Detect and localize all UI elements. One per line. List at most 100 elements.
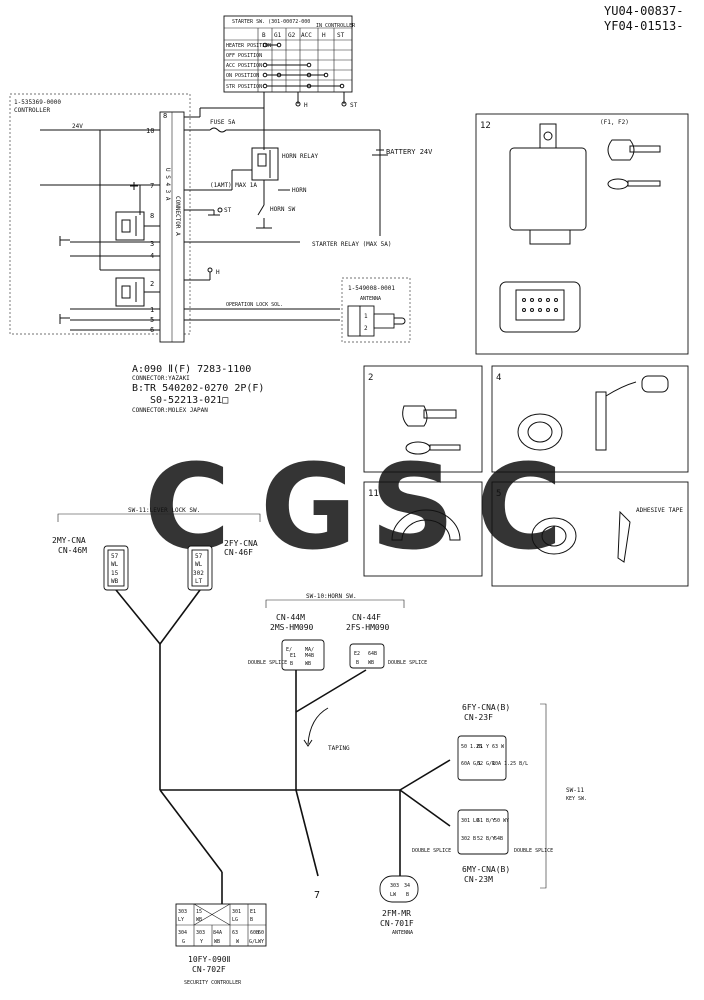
- key-top-code: CN-23F: [464, 713, 493, 722]
- horn-left-pin-5: B: [290, 661, 293, 667]
- sec-pin-3: 301: [232, 909, 241, 915]
- lever-lock-right-code: CN-46F: [224, 548, 253, 557]
- lever-left-pin-2: WL: [111, 561, 119, 568]
- antenna-name: ANTENNA: [360, 296, 381, 302]
- lever-right-pin-4: LT: [195, 578, 203, 585]
- horn-relay-label: HORN RELAY: [282, 153, 319, 160]
- lever-lock-left-code: CN-46M: [58, 546, 87, 555]
- panel-12-number: 12: [480, 121, 491, 131]
- key-double-splice-left: DOUBLE SPLICE: [412, 848, 451, 854]
- taping-label: TAPING: [328, 745, 350, 752]
- col-b: B: [262, 32, 266, 39]
- sec-pin-1: 303: [178, 909, 187, 915]
- sec-pin-17: WB: [214, 939, 220, 945]
- adhesive-tape-label: ADHESIVE TAPE: [636, 507, 683, 514]
- horn-double-splice-right: DOUBLE SPLICE: [388, 660, 427, 666]
- starter-switch-title: STARTER SW. (301-00072-000: [232, 19, 310, 25]
- controller-24v: 24V: [72, 123, 83, 130]
- row-heater: HEATER POSITION: [226, 43, 271, 49]
- ant-pin-4: B: [406, 892, 409, 898]
- row-acc: ACC POSITION: [226, 63, 262, 69]
- horn-double-splice-left: DOUBLE SPLICE: [248, 660, 287, 666]
- horn-left-pin-6: WB: [305, 661, 311, 667]
- col-g1: G1: [274, 32, 282, 39]
- watermark-g: G: [260, 438, 357, 576]
- op-lock-label: OPERATION LOCK SOL.: [226, 302, 283, 308]
- key-top-pin-5: 52 G/R: [477, 761, 496, 767]
- horn-right-pin-3: B: [356, 660, 359, 666]
- connector-letters: U S 4 3 A: [164, 168, 171, 201]
- note-b2: S0-52213-021□: [150, 395, 228, 406]
- controller-section: 1-535369-0000 CONTROLLER 24V U S 4 3 A C…: [9, 92, 433, 343]
- key-bot-pin-6: 64B: [494, 836, 503, 842]
- key-top-pin-1: 50 1.25: [461, 744, 482, 750]
- lever-left-pin-3: 15: [111, 570, 119, 577]
- antenna-connector: 303 34 LW B 2FM-MR CN-701F ANTENNA: [379, 875, 419, 936]
- key-sw-label: SW-11: [566, 787, 584, 794]
- col-st: ST: [337, 32, 345, 39]
- key-top-pin-4: 60A G/L: [461, 761, 482, 767]
- horn-right-code: CN-44F: [352, 613, 381, 622]
- antenna-pin-1: 1: [364, 313, 368, 320]
- ant-label: ANTENNA: [392, 930, 413, 936]
- sec-pin-6: WB: [196, 917, 202, 923]
- ant-pin-1: 303: [390, 883, 399, 889]
- pin-7: 7: [150, 182, 154, 190]
- sec-pin-11: 84A: [213, 930, 222, 936]
- key-top-pin-6: 10A 1.25 B/L: [492, 761, 528, 767]
- panel-2: 2: [363, 365, 483, 473]
- horn-left-pin-1: E/: [286, 647, 292, 653]
- horn-switch: SW-10:HORN SW. CN-44M 2MS-HM090 CN-44F 2…: [248, 593, 427, 671]
- panel-11-number: 11: [368, 489, 379, 499]
- panel-12: 12 (F1, F2): [475, 113, 689, 355]
- panel-12-note: (F1, F2): [600, 119, 629, 126]
- one-amp-label: (1AMT) MAX 1A: [210, 182, 257, 189]
- horn-sw-section-label: SW-10:HORN SW.: [306, 593, 357, 600]
- key-double-splice-right: DOUBLE SPLICE: [514, 848, 553, 854]
- h-terminal: H: [304, 102, 308, 109]
- antenna-pin-2: 2: [364, 325, 368, 332]
- horn-right-pin-1: E2: [354, 651, 360, 657]
- lever-right-pin-3: 302: [193, 570, 204, 577]
- key-bot-code: CN-23M: [464, 875, 493, 884]
- pin-10: 10: [146, 127, 154, 135]
- sec-label: SECURITY CONTROLLER: [184, 980, 242, 986]
- panel-2-number: 2: [368, 373, 373, 383]
- ant-pin-2: 34: [404, 883, 410, 889]
- cgsc-watermark: C G S C: [144, 438, 563, 576]
- sec-pin-5: LY: [178, 917, 184, 923]
- controller-part: 1-535369-0000: [14, 99, 61, 106]
- pin-b-label: 8: [163, 112, 167, 120]
- sec-pin-10: 303: [196, 930, 205, 936]
- watermark-s: S: [370, 438, 455, 576]
- horn-left-code: CN-44M: [276, 613, 305, 622]
- lever-right-pin-1: 57: [195, 553, 203, 560]
- sec-pin-8: B: [250, 917, 253, 923]
- taping-arrow: [307, 707, 329, 745]
- pin-2: 2: [150, 280, 154, 288]
- battery-label: BATTERY 24V: [386, 148, 433, 156]
- lever-left-pin-1: 57: [111, 553, 119, 560]
- pin-8: 8: [150, 212, 154, 220]
- horn-right-name: 2FS-HM090: [346, 623, 390, 632]
- starter-switch-subtitle: IN CONTROLLER: [316, 23, 356, 29]
- horn-left-pin-4: M4B: [305, 653, 314, 659]
- sec-pin-12: 63: [232, 930, 238, 936]
- panel-4-number: 4: [496, 373, 501, 383]
- key-bot-name: 6MY-CNA(B): [462, 865, 510, 874]
- sec-pin-7: LG: [232, 917, 238, 923]
- panel-11: 11: [363, 481, 483, 577]
- key-sw-sub: KEY SW.: [566, 796, 587, 802]
- key-top-name: 6FY-CNA(B): [462, 703, 510, 712]
- ant-code: CN-701F: [380, 919, 414, 928]
- horn-left-name: 2MS-HM090: [270, 623, 314, 632]
- col-g2: G2: [288, 32, 296, 39]
- lever-right-pin-2: WL: [195, 561, 203, 568]
- key-bot-pin-1: 301 LO: [461, 818, 479, 824]
- note-connector-molex: CONNECTOR:MOLEX JAPAN: [132, 407, 208, 414]
- key-top-pin-3: 63 W: [492, 744, 505, 750]
- sec-pin-15: G: [182, 939, 185, 945]
- horn-left-pin-3: E1: [290, 653, 296, 659]
- key-top-pin-2: 61 Y: [477, 744, 489, 750]
